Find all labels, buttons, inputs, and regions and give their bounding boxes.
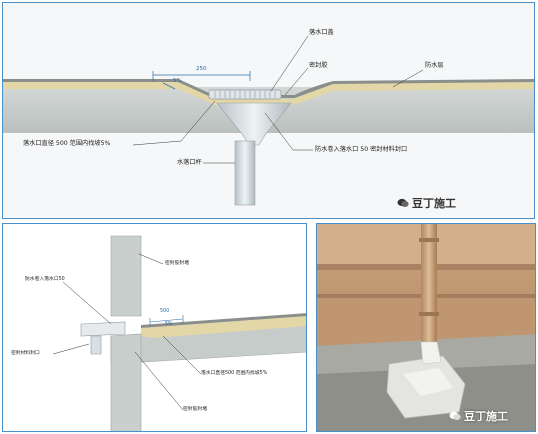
label-sealing-material: 密封材料封口 xyxy=(11,351,40,356)
side-drain-drawing xyxy=(3,224,306,431)
label-sealant: 密封胶 xyxy=(309,62,328,69)
drain-funnel xyxy=(216,102,292,146)
outlet-downturn xyxy=(90,335,102,355)
parapet-wall xyxy=(110,235,142,317)
dim-250: 250 xyxy=(196,66,207,72)
wechat-icon xyxy=(449,411,461,420)
slope-screed xyxy=(3,81,534,105)
label-seal-edge: 密封胶封堵 xyxy=(165,261,189,266)
drain-pipe xyxy=(234,140,256,206)
side-outlet xyxy=(80,321,126,337)
pipe-clamp-1 xyxy=(419,238,439,242)
splash-block-top xyxy=(403,368,453,396)
pipe-clamp-2 xyxy=(419,312,439,316)
label-membrane-note: 防水卷入落水口 50 密封材料封口 xyxy=(315,146,408,153)
label-drain-cover: 落水口盖 xyxy=(309,29,334,36)
pipe-outlet xyxy=(420,341,442,365)
drain-photo xyxy=(317,224,535,431)
leader-lines xyxy=(52,253,202,411)
dimension-500 xyxy=(149,315,184,326)
watermark-text: 豆丁施工 xyxy=(412,197,456,210)
watermark-text: 豆丁施工 xyxy=(464,410,508,423)
waterproof-membrane xyxy=(3,79,534,98)
drain-cover-grille xyxy=(214,91,276,98)
dim-slope-5pct: 5% xyxy=(173,78,182,84)
label-waterproof-layer: 防水层 xyxy=(425,62,444,69)
label-drain-pipe: 水落口杯 xyxy=(177,159,202,166)
dim-500: 500 xyxy=(160,309,170,314)
top-diagram-panel: 落水口盖 密封胶 防水层 落水口直径 500 范围内找坡5% 防水卷入落水口 5… xyxy=(2,2,535,219)
wechat-icon xyxy=(397,198,409,207)
label-slope-note: 落水口直径500 范围内找坡5% xyxy=(201,371,268,376)
lower-wall xyxy=(110,333,142,431)
dim-slope-5pct: 5% xyxy=(165,322,173,327)
watermark-top: 豆丁施工 xyxy=(397,195,456,211)
leader-lines xyxy=(132,35,424,164)
bottom-left-diagram-panel: 密封胶封堵 防水卷入落水口50 密封材料封口 落水口直径500 范围内找坡5% … xyxy=(2,223,307,432)
watermark-photo: 豆丁施工 xyxy=(449,408,508,424)
top-section-drawing xyxy=(3,3,534,218)
screed-layer xyxy=(141,316,306,338)
label-slope-note: 落水口直径 500 范围内找坡5% xyxy=(23,140,111,147)
bottom-right-photo-panel: 豆丁施工 xyxy=(316,223,536,432)
dimension-250 xyxy=(152,71,251,90)
label-membrane-into: 防水卷入落水口50 xyxy=(25,277,65,282)
label-sealant-seal: 密封胶封堵 xyxy=(183,407,207,412)
membrane-layer xyxy=(141,313,306,328)
